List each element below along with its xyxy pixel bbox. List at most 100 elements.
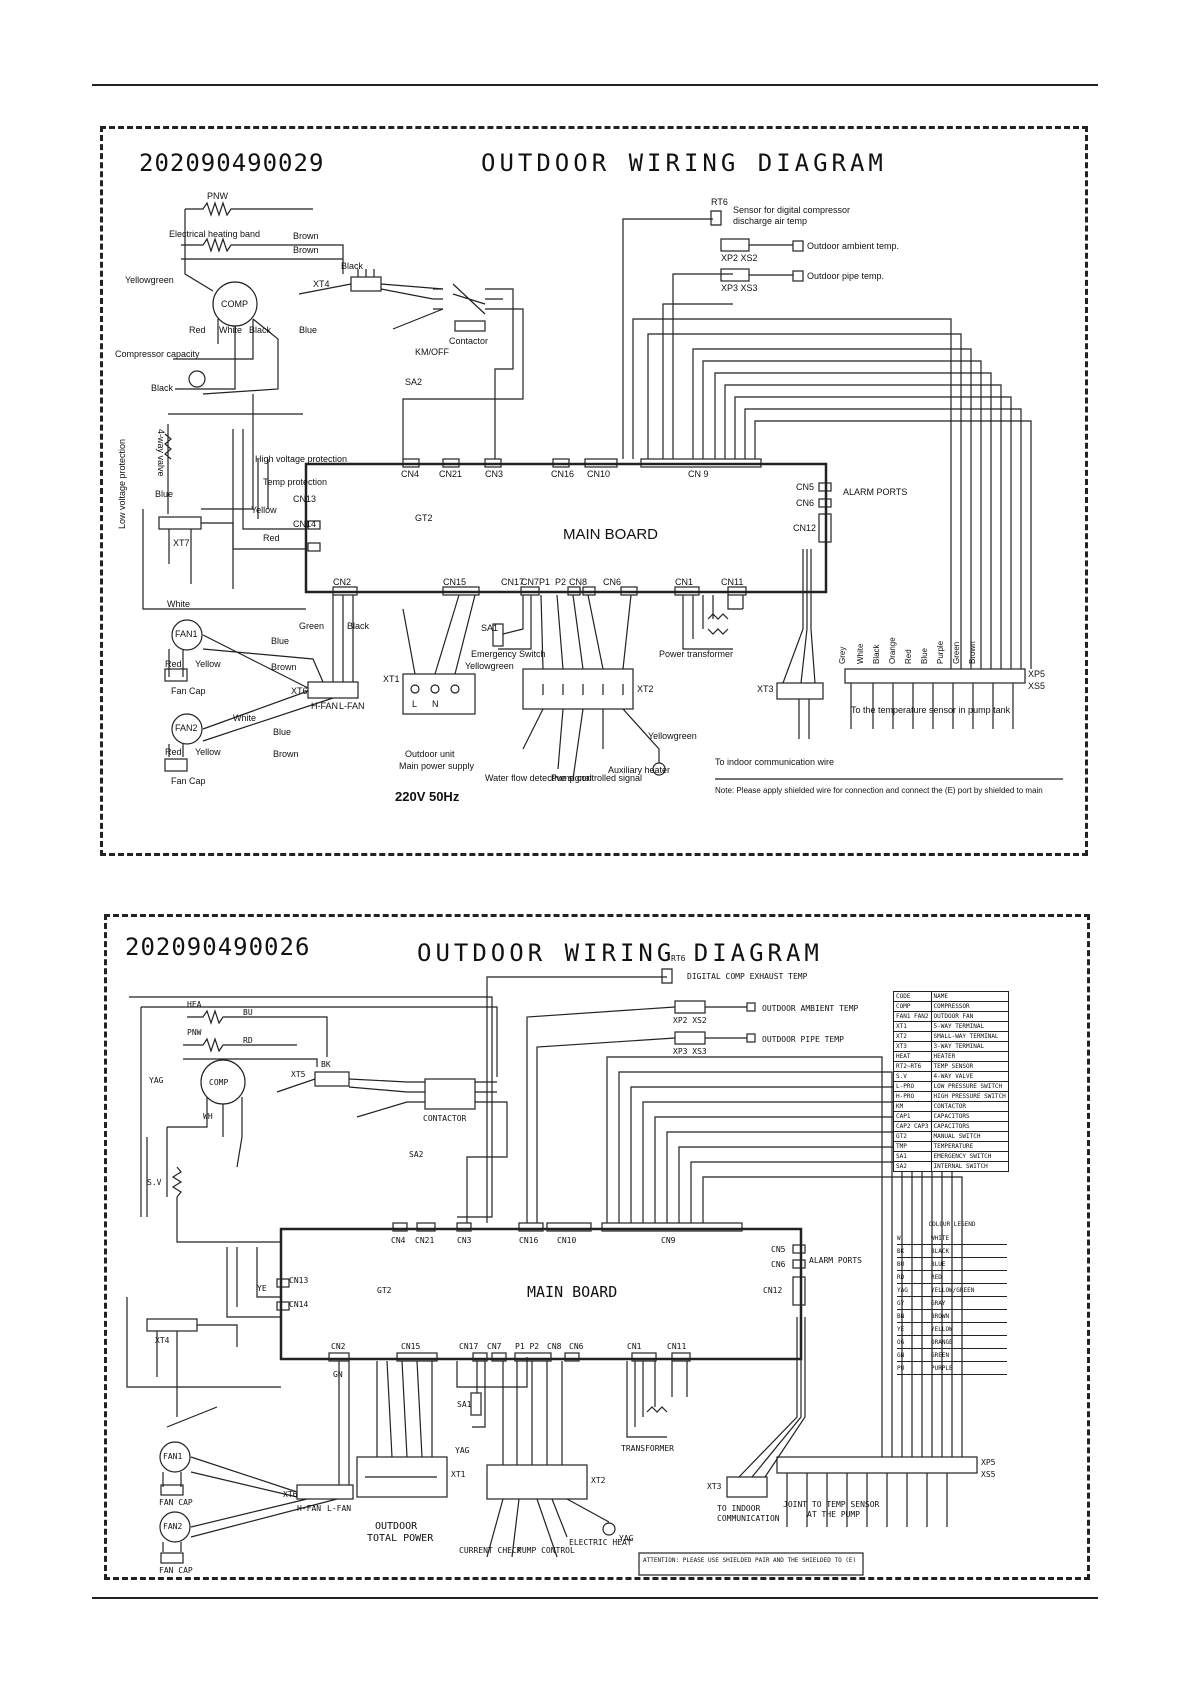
label-ambient: OUTDOOR AMBIENT TEMP (762, 1004, 859, 1013)
label-h-fan: H-FAN (311, 701, 338, 711)
label-cn11: CN11 (721, 577, 743, 587)
label-cn4-2: CN4 (391, 1236, 406, 1245)
label-pnw-2: PNW (187, 1028, 202, 1037)
xt2-terminal (522, 668, 634, 710)
label-xt4-2: XT4 (155, 1336, 170, 1345)
colour-legend-row: BK BLACK (897, 1245, 1007, 1258)
colour-name: PURPLE (931, 1364, 953, 1372)
label-gt2-2: GT2 (377, 1286, 392, 1295)
label-xp3-xs3-2: XP3 XS3 (673, 1047, 707, 1056)
label-sa2: SA2 (405, 377, 422, 387)
label-blue-4: Blue (273, 727, 291, 737)
label-contactor: Contactor (449, 336, 488, 346)
label-aux-heater: Auxiliary heater (608, 765, 670, 775)
colour-name: BLACK (931, 1247, 950, 1255)
colour-code: BK (897, 1247, 905, 1255)
label-rd: RD (243, 1036, 253, 1045)
label-pump-control: PUMP CONTROL (517, 1546, 575, 1555)
label-red-2: Red (263, 533, 280, 543)
label-cn6: CN6 (796, 498, 814, 508)
label-black-3: Black (347, 621, 370, 631)
label-cn6b: CN6 (603, 577, 621, 587)
xt3-terminal-2 (726, 1476, 768, 1498)
fan-2-2 (159, 1511, 191, 1543)
colour-name: GREEN (931, 1351, 950, 1359)
label-wire-brown: Brown (968, 641, 977, 664)
legend-code: XT3 (893, 1041, 932, 1052)
legend-code: HEAT (893, 1051, 932, 1062)
wiring-schematic-1: PNW Electrical heating band Brown Brown … (115, 191, 1063, 804)
legend-code: CODE (893, 991, 932, 1002)
contactor-2 (424, 1078, 476, 1110)
label-power-transformer: Power transformer (659, 649, 733, 659)
label-ye: YE (257, 1284, 267, 1293)
legend-code: KM (893, 1101, 932, 1112)
label-sensor-digital: Sensor for digital compressor (733, 205, 850, 215)
label-outdoor-ambient: Outdoor ambient temp. (807, 241, 899, 251)
legend-code: CAP1 (893, 1111, 932, 1122)
label-cn10-2: CN10 (557, 1236, 576, 1245)
label-pnw: PNW (207, 191, 229, 201)
label-cn8: CN8 (569, 577, 587, 587)
xt2-terminal-2 (486, 1464, 588, 1500)
label-xt4: XT4 (313, 279, 330, 289)
label-xt1: XT1 (383, 674, 400, 684)
label-sa1: SA1 (481, 623, 498, 633)
label-comp: COMP (221, 299, 248, 309)
colour-name: BROWN (931, 1312, 950, 1320)
label-brown-2: Brown (293, 245, 319, 255)
legend-code: H-PRO (893, 1091, 932, 1102)
label-rt6-2: RT6 (671, 954, 686, 963)
diagram-id-2: 202090490026 (125, 933, 311, 961)
label-temp-protection: Temp protection (263, 477, 327, 487)
label-cn2-2: CN2 (331, 1342, 346, 1351)
xt6-terminal-2 (296, 1484, 354, 1500)
label-bk: BK (321, 1060, 331, 1069)
label-pump-signal: Pump controlled signal (551, 773, 642, 783)
label-xs5: XS5 (1028, 681, 1045, 691)
label-comp-cap: Compressor capacity (115, 349, 200, 359)
label-fan-cap-1-2: FAN CAP (159, 1498, 193, 1507)
label-sa1-2: SA1 (457, 1400, 472, 1409)
label-cn14-2: CN14 (289, 1300, 308, 1309)
label-red-fan2: Red (165, 747, 182, 757)
label-xt1-2: XT1 (451, 1470, 466, 1479)
colour-code: OG (897, 1338, 905, 1346)
label-brown-3: Brown (271, 662, 297, 672)
label-cn16-2: CN16 (519, 1236, 538, 1245)
wiring-diagram-2: 202090490026 OUTDOOR WIRING DIAGRAM (104, 914, 1090, 1580)
label-wire-grey: Grey (838, 647, 847, 664)
colour-code: RD (897, 1273, 905, 1281)
label-to-indoor: TO INDOOR (717, 1504, 761, 1513)
colour-code: W (897, 1234, 901, 1242)
colour-name: WHITE (931, 1234, 950, 1242)
label-xt7: XT7 (173, 538, 190, 548)
footer-rule (92, 1597, 1098, 1599)
label-xp5-2: XP5 (981, 1458, 996, 1467)
label-wire-white: White (856, 643, 865, 664)
label-fan-cap-1: Fan Cap (171, 686, 206, 696)
label-wire-purple: Purple (936, 640, 945, 664)
legend-name: TEMP SENSOR (930, 1061, 1009, 1072)
label-digital-comp: DIGITAL COMP EXHAUST TEMP (687, 972, 808, 981)
colour-legend-row: GN GREEN (897, 1349, 1007, 1362)
label-cn1-2: CN1 (627, 1342, 642, 1351)
colour-code: GN (897, 1351, 905, 1359)
label-high-voltage: High voltage protection (255, 454, 347, 464)
label-cn14: CN14 (293, 519, 316, 529)
legend-name: CAPACITORS (930, 1121, 1009, 1132)
label-p1p2: P1 P2 (515, 1342, 539, 1351)
label-water-flow: Water flow detective signal (485, 773, 592, 783)
label-blue-2: Blue (155, 489, 173, 499)
